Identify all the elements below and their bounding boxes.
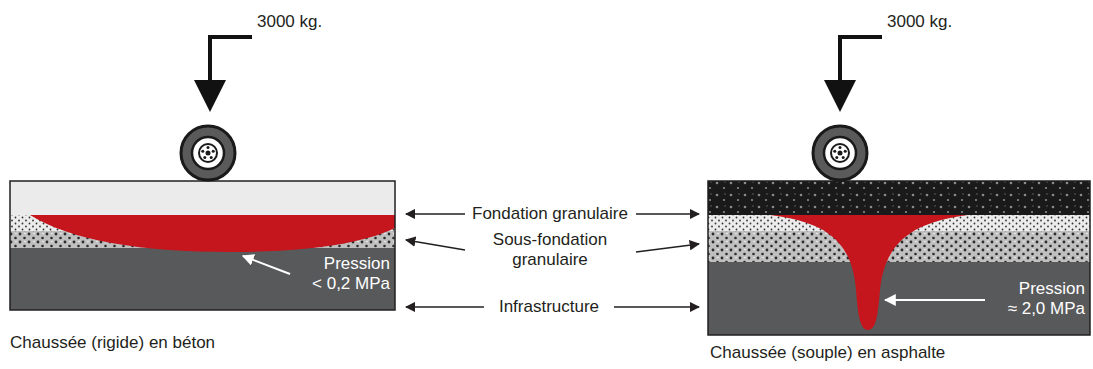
leader-arrows [406, 214, 699, 307]
section-outline [708, 181, 1090, 335]
pressure-value: Pression ≈ 2,0 MPa [1006, 279, 1085, 319]
pavement-caption: Chaussée (souple) en asphalte [710, 343, 945, 363]
pressure-pointer [885, 299, 985, 301]
pressure-bulb [30, 215, 395, 252]
section-outline [10, 181, 395, 310]
infrastructure-layer [10, 248, 395, 310]
pavement-caption: Chaussée (rigide) en béton [10, 333, 215, 353]
load-arrow [194, 37, 252, 112]
load-value: 3000 kg. [257, 12, 322, 32]
rigid-pavement [10, 181, 395, 310]
concrete-slab [10, 181, 395, 215]
pressure-value: Pression < 0,2 MPa [311, 254, 390, 294]
infrastructure-layer [708, 262, 1090, 335]
layer-name: Fondation granulaire [469, 204, 631, 224]
flexible-pavement [708, 181, 1090, 335]
load-arrow [824, 37, 882, 112]
wheel [181, 126, 235, 180]
pressure-pointer [243, 256, 290, 274]
layer-name: Sous-fondation granulaire [467, 230, 633, 270]
load-value: 3000 kg. [887, 12, 952, 32]
pressure-bulb [770, 215, 968, 330]
layer-name: Infrastructure [496, 297, 602, 317]
wheel [813, 126, 867, 180]
asphalt-layer [708, 181, 1090, 215]
